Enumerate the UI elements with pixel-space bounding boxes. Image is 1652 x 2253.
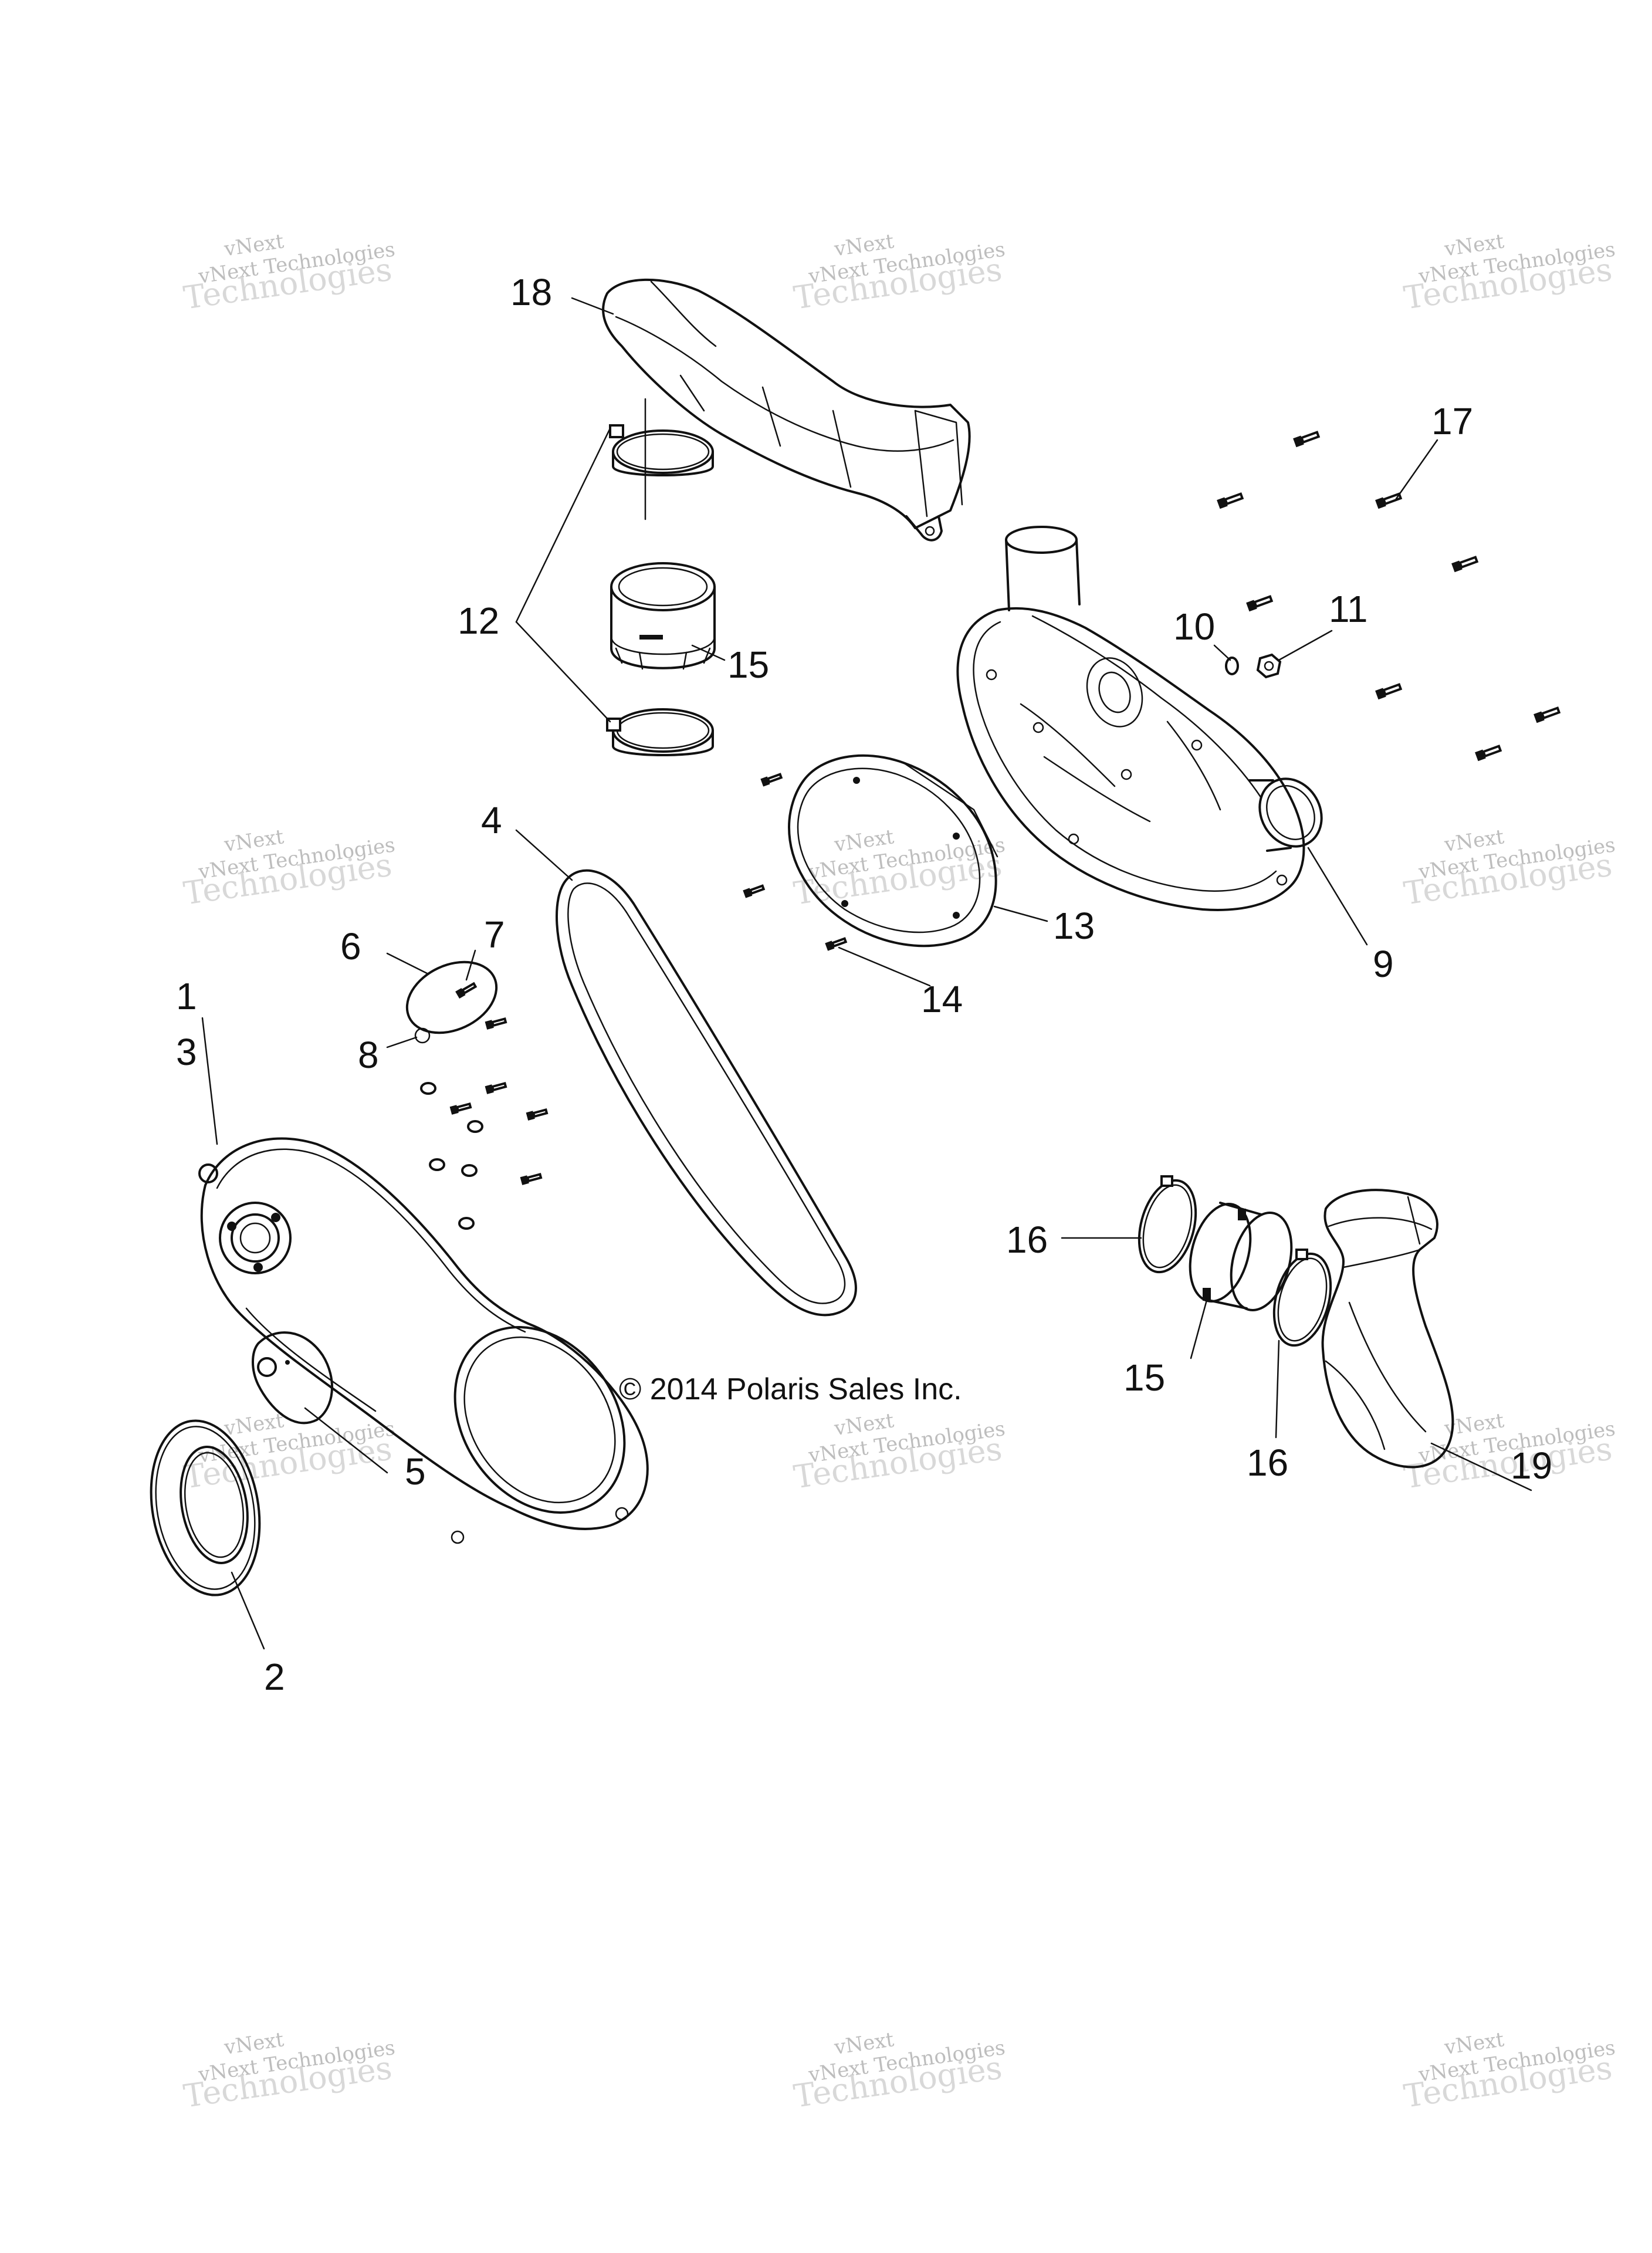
callout-19: 19: [1511, 1445, 1552, 1487]
part-18-intake-duct: [602, 278, 971, 542]
part-4-drive-belt: [555, 869, 857, 1317]
part-7-screw: [455, 982, 478, 999]
callout-14: 14: [921, 978, 963, 1020]
part-13-cover-plate: [788, 754, 998, 948]
part-16-clamp-left: [1138, 1175, 1197, 1274]
copyright-notice: © 2014 Polaris Sales Inc.: [619, 1372, 962, 1406]
callout-7: 7: [484, 914, 505, 956]
part-5-oring: [252, 1331, 333, 1425]
part-12-clamp-upper: [609, 424, 714, 476]
part-10-washer: [1225, 657, 1239, 675]
part-19-outlet-duct: [1321, 1189, 1454, 1469]
part-6-plate: [405, 960, 498, 1044]
watermark: vNext vNext Technologies Technologies: [181, 825, 397, 912]
watermark: vNext vNext Technologies Technologies: [791, 1409, 1007, 1496]
watermark: vNext vNext Technologies Technologies: [181, 229, 397, 316]
part-15-coupler-lower: [1189, 1202, 1293, 1312]
callout-5: 5: [405, 1450, 426, 1493]
outer-cover-fasteners: [420, 1017, 549, 1230]
callout-12: 12: [458, 600, 499, 642]
part-2-seal: [150, 1419, 261, 1596]
part-11-nut: [1256, 653, 1282, 679]
callout-6: 6: [340, 925, 361, 967]
callout-18: 18: [510, 271, 552, 313]
callout-16-right: 16: [1247, 1442, 1288, 1484]
part-9-inner-cover: [956, 526, 1323, 911]
callout-15-upper: 15: [727, 644, 769, 686]
callout-17: 17: [1431, 400, 1473, 442]
watermark: vNext vNext Technologies Technologies: [1402, 1409, 1617, 1496]
watermark: vNext vNext Technologies Technologies: [181, 2028, 397, 2115]
part-17-screws: [1217, 431, 1561, 762]
callout-13: 13: [1053, 905, 1095, 947]
callout-2: 2: [264, 1656, 285, 1698]
leader-lines: [201, 297, 1532, 1650]
watermark: vNext vNext Technologies Technologies: [1402, 825, 1617, 912]
callout-8: 8: [358, 1034, 379, 1076]
part-15-coupler-upper: [610, 562, 716, 670]
callout-11: 11: [1329, 588, 1367, 630]
callout-10: 10: [1173, 605, 1215, 648]
watermarks: vNext vNext Technologies Technologies vN…: [181, 229, 1617, 2115]
watermark: vNext vNext Technologies Technologies: [791, 229, 1007, 316]
watermark: vNext vNext Technologies Technologies: [181, 1409, 397, 1496]
callout-1: 1: [176, 975, 197, 1017]
part-16-clamp-right: [1272, 1249, 1332, 1347]
watermark: vNext vNext Technologies Technologies: [1402, 229, 1617, 316]
part-14-screws: [743, 773, 848, 951]
callout-3: 3: [176, 1031, 197, 1073]
callout-16-left: 16: [1006, 1219, 1048, 1261]
callout-9: 9: [1373, 943, 1394, 985]
callout-15-lower: 15: [1123, 1356, 1165, 1399]
watermark: vNext vNext Technologies Technologies: [791, 2028, 1007, 2115]
watermark: vNext vNext Technologies Technologies: [1402, 2028, 1617, 2115]
part-1-outer-cover: [198, 1137, 649, 1544]
callout-numbers: 18 12 15 17 10 11 13 14 9 4 6 7 8 1 3 5 …: [176, 271, 1552, 1698]
part-12-clamp-lower: [606, 708, 714, 756]
callout-4: 4: [481, 799, 502, 841]
